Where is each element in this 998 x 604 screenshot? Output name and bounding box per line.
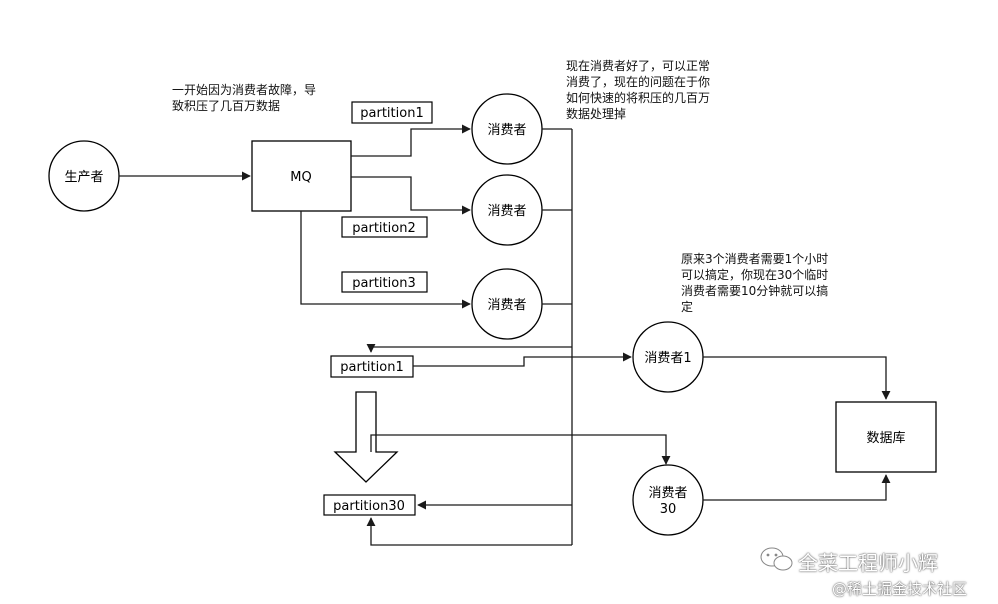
partition30-box <box>323 494 416 516</box>
note-scale-line1: 原来3个消费者需要1个小时 <box>681 252 829 266</box>
producer-label: 生产者 <box>64 170 103 185</box>
mq-to-consumer-c-arrow <box>300 211 471 309</box>
note-consumer-recovered: 现在消费者好了，可以正常 消费了，现在的问题在于你 如何快速的将积压的几百万 数… <box>566 58 710 122</box>
database-box <box>835 401 937 473</box>
database-label: 数据库 <box>866 430 905 446</box>
note-recovered-line2: 消费了，现在的问题在于你 <box>566 75 711 89</box>
bus-bottom-to-partition30-arrow <box>366 517 572 546</box>
note-initial-line2: 致积压了几百万数据 <box>172 99 281 113</box>
watermark-site: @稀土掘金技术社区 <box>832 580 968 598</box>
partition3-box <box>341 271 428 293</box>
note-recovered-line1: 现在消费者好了，可以正常 <box>566 59 711 73</box>
mq-box <box>251 140 352 212</box>
note-scale-line4: 定 <box>681 300 694 314</box>
partition30-label: partition30 <box>333 499 405 514</box>
bus-to-partition1-arrow <box>366 343 572 353</box>
partition1-top-label: partition1 <box>360 106 423 121</box>
partition1-top-box <box>351 101 433 124</box>
note-scale-line3: 消费者需要10分钟就可以搞 <box>681 284 829 298</box>
wechat-logo-icon <box>760 547 793 571</box>
note-initial-backlog: 一开始因为消费者故障，导 致积压了几百万数据 <box>172 82 316 114</box>
note-recovered-line3: 如何快速的将积压的几百万 <box>566 91 711 105</box>
note-scale-line2: 可以搞定，你现在30个临时 <box>681 268 829 282</box>
partition2-box <box>341 216 428 238</box>
consumer30-label-line2: 30 <box>660 502 677 517</box>
watermark-brand: 全菜工程师小辉 <box>798 551 938 575</box>
consumer1-to-database-arrow <box>703 356 891 400</box>
note-recovered-line4: 数据处理掉 <box>566 107 627 121</box>
partition30-to-consumer30-arrow <box>370 434 671 465</box>
consumer30-label-line1: 消费者 <box>648 486 687 501</box>
consumer1-label: 消费者1 <box>644 351 691 366</box>
partition1-to-consumer1-arrow <box>413 352 632 367</box>
consumer30-to-database-arrow <box>703 474 891 501</box>
consumer-b-label: 消费者 <box>487 204 526 219</box>
mq-to-consumer-b-arrow <box>351 176 471 215</box>
partition1-new-label: partition1 <box>340 360 403 375</box>
mq-to-consumer-a-arrow <box>351 124 471 157</box>
note-scale-out: 原来3个消费者需要1个小时 可以搞定，你现在30个临时 消费者需要10分钟就可以… <box>681 251 828 315</box>
scale-out-arrow <box>333 391 399 483</box>
partition2-label: partition2 <box>352 221 415 236</box>
consumer-a-label: 消费者 <box>487 123 526 138</box>
note-initial-line1: 一开始因为消费者故障，导 <box>172 83 317 97</box>
partition3-label: partition3 <box>352 276 415 291</box>
consumer-c-label: 消费者 <box>487 298 526 313</box>
mq-label: MQ <box>290 170 311 185</box>
